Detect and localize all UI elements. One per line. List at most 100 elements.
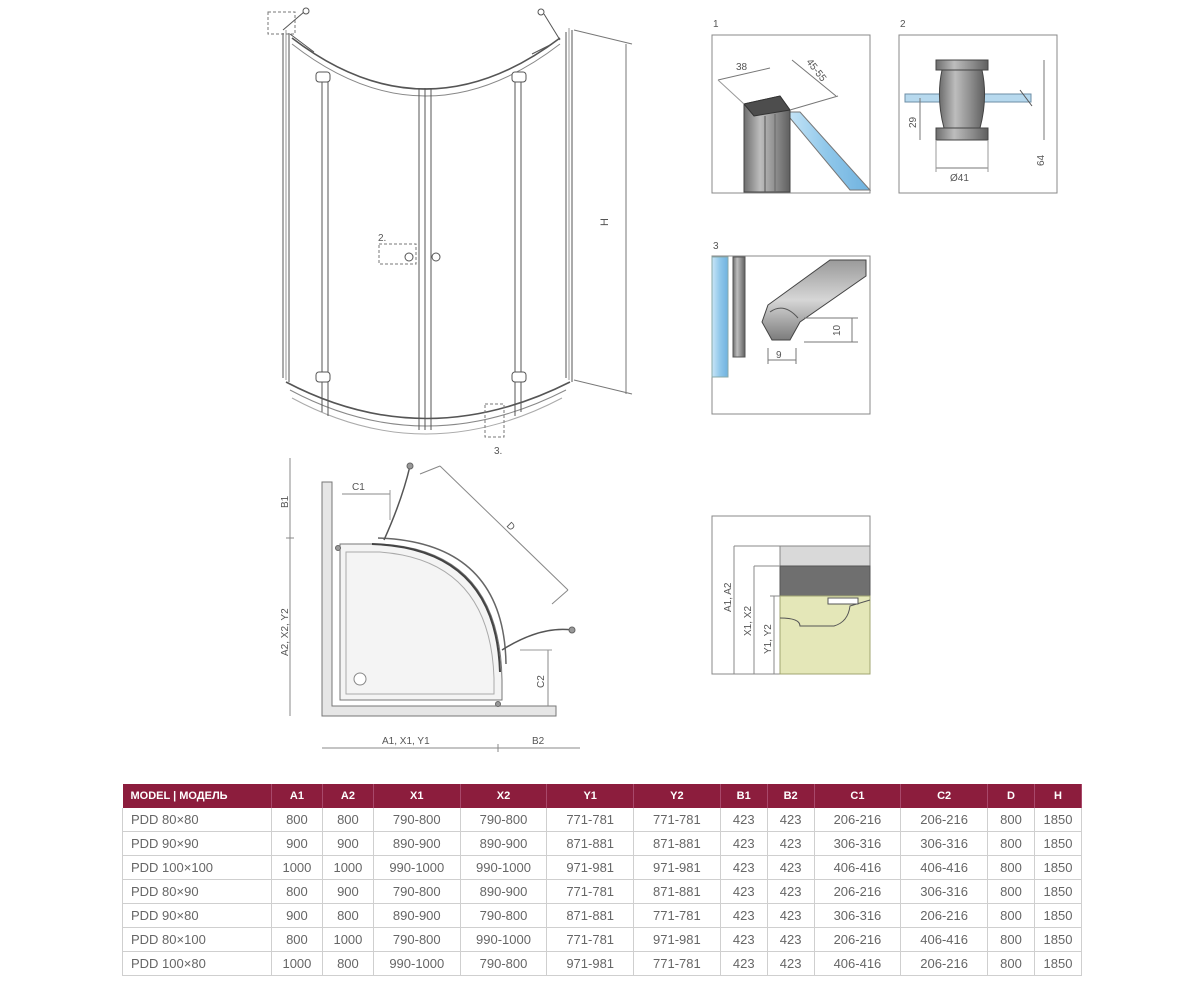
table-cell: 800 bbox=[322, 903, 374, 928]
table-cell: 800 bbox=[271, 808, 323, 832]
table-cell: 423 bbox=[720, 903, 768, 928]
table-cell: 800 bbox=[987, 927, 1035, 952]
plan-label-b1: B1 bbox=[280, 495, 291, 508]
table-cell: 800 bbox=[987, 879, 1035, 904]
table-cell: 1850 bbox=[1034, 951, 1083, 976]
model-cell: PDD 80×80 bbox=[122, 808, 272, 832]
table-cell: 771-781 bbox=[633, 951, 721, 976]
column-header-c1: C1 bbox=[814, 784, 902, 808]
table-cell: 423 bbox=[720, 951, 768, 976]
plan-label-a2: A2, X2, Y2 bbox=[280, 608, 291, 656]
detail-4-label-x1: X1, X2 bbox=[743, 606, 754, 636]
table-cell: 306-316 bbox=[900, 831, 988, 856]
table-cell: 871-881 bbox=[546, 903, 635, 928]
table-cell: 990-1000 bbox=[460, 927, 548, 952]
table-cell: 206-216 bbox=[814, 879, 902, 904]
table-cell: 1850 bbox=[1034, 927, 1083, 952]
table-cell: 990-1000 bbox=[460, 855, 548, 880]
table-cell: 890-900 bbox=[373, 831, 461, 856]
table-cell: 423 bbox=[720, 855, 768, 880]
detail-4-panel bbox=[711, 515, 871, 675]
table-cell: 800 bbox=[322, 951, 374, 976]
column-header-model: MODEL | МОДЕЛЬ bbox=[122, 784, 272, 808]
model-cell: PDD 80×100 bbox=[122, 927, 272, 952]
table-cell: 971-981 bbox=[546, 855, 635, 880]
plan-label-c1: C1 bbox=[352, 482, 365, 493]
table-cell: 423 bbox=[720, 927, 768, 952]
plan-view bbox=[286, 458, 580, 752]
table-cell: 423 bbox=[720, 808, 768, 832]
table-cell: 771-781 bbox=[633, 903, 721, 928]
table-cell: 1850 bbox=[1034, 831, 1083, 856]
table-cell: 306-316 bbox=[814, 831, 902, 856]
detail-3-number: 3 bbox=[713, 241, 719, 252]
table-cell: 206-216 bbox=[814, 927, 902, 952]
table-cell: 1000 bbox=[271, 855, 323, 880]
table-cell: 771-781 bbox=[546, 879, 635, 904]
column-header-y1: Y1 bbox=[546, 784, 635, 808]
table-cell: 1850 bbox=[1034, 903, 1083, 928]
table-cell: 790-800 bbox=[373, 808, 461, 832]
table-cell: 423 bbox=[767, 903, 815, 928]
table-cell: 971-981 bbox=[633, 927, 721, 952]
table-cell: 423 bbox=[767, 855, 815, 880]
height-label: H bbox=[599, 218, 611, 226]
plan-label-d: D bbox=[504, 520, 517, 533]
model-cell: PDD 100×100 bbox=[122, 855, 272, 880]
detail-1-number: 1 bbox=[713, 19, 719, 30]
table-cell: 871-881 bbox=[633, 879, 721, 904]
table-cell: 423 bbox=[720, 879, 768, 904]
table-cell: 871-881 bbox=[633, 831, 721, 856]
table-cell: 1850 bbox=[1034, 808, 1083, 832]
table-cell: 206-216 bbox=[814, 808, 902, 832]
detail-1-dim-38: 38 bbox=[736, 62, 748, 73]
detail-3-panel bbox=[711, 255, 871, 415]
table-cell: 306-316 bbox=[814, 903, 902, 928]
table-cell: 206-216 bbox=[900, 903, 988, 928]
table-cell: 990-1000 bbox=[373, 951, 461, 976]
callout-3-label: 3. bbox=[494, 446, 502, 457]
table-cell: 406-416 bbox=[900, 855, 988, 880]
callout-2-label: 2. bbox=[378, 233, 386, 244]
model-cell: PDD 100×80 bbox=[122, 951, 272, 976]
table-cell: 423 bbox=[767, 831, 815, 856]
detail-3-dim-10: 10 bbox=[832, 324, 843, 336]
table-cell: 423 bbox=[767, 927, 815, 952]
column-header-b1: B1 bbox=[720, 784, 768, 808]
detail-4-label-y1: Y1, Y2 bbox=[763, 624, 774, 654]
plan-label-b2: B2 bbox=[532, 736, 545, 747]
table-cell: 790-800 bbox=[373, 927, 461, 952]
plan-label-a1: A1, X1, Y1 bbox=[382, 736, 430, 747]
table-cell: 900 bbox=[322, 831, 374, 856]
column-header-c2: C2 bbox=[900, 784, 988, 808]
table-cell: 890-900 bbox=[373, 903, 461, 928]
table-cell: 1000 bbox=[322, 927, 374, 952]
column-header-a1: A1 bbox=[271, 784, 323, 808]
table-cell: 771-781 bbox=[546, 927, 635, 952]
technical-drawing: 2. 3. H 1 38 45-55 2 29 64 bbox=[267, 7, 1058, 752]
table-cell: 800 bbox=[987, 951, 1035, 976]
table-cell: 800 bbox=[987, 831, 1035, 856]
table-cell: 900 bbox=[271, 831, 323, 856]
column-header-x1: X1 bbox=[373, 784, 461, 808]
table-cell: 900 bbox=[271, 903, 323, 928]
table-cell: 206-216 bbox=[900, 951, 988, 976]
detail-2-dim-29: 29 bbox=[908, 116, 919, 128]
table-cell: 1850 bbox=[1034, 855, 1083, 880]
table-cell: 790-800 bbox=[460, 808, 548, 832]
table-cell: 1000 bbox=[322, 855, 374, 880]
detail-3-dim-9: 9 bbox=[776, 350, 782, 361]
model-cell: PDD 90×80 bbox=[122, 903, 272, 928]
column-header-b2: B2 bbox=[767, 784, 815, 808]
column-header-y2: Y2 bbox=[633, 784, 721, 808]
detail-2-dim-64: 64 bbox=[1036, 154, 1047, 166]
detail-2-dim-diameter: Ø41 bbox=[950, 173, 969, 184]
table-cell: 771-781 bbox=[546, 808, 635, 832]
model-cell: PDD 90×90 bbox=[122, 831, 272, 856]
